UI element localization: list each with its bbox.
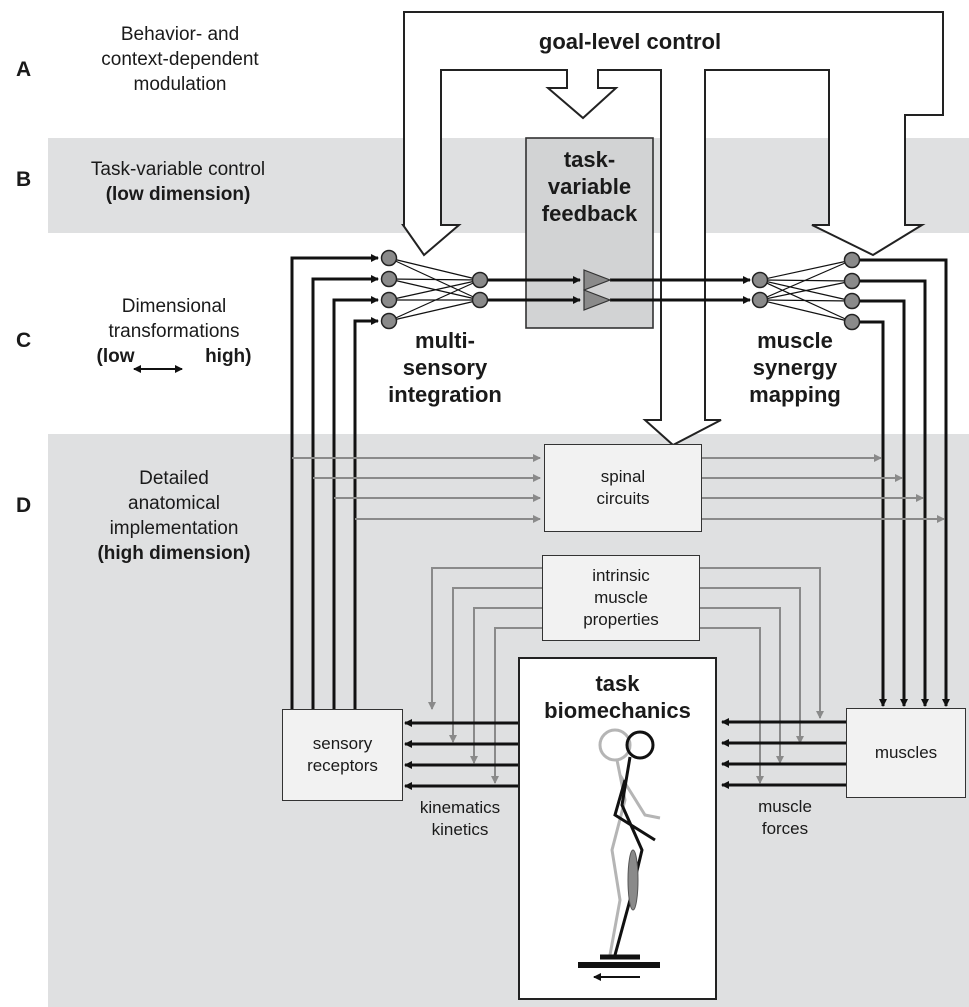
- low-text: (low: [96, 346, 135, 367]
- level-a-line1: Behavior- and: [120, 24, 240, 45]
- imp-line3: properties: [583, 610, 659, 629]
- sensory-receptors-box: sensory receptors: [282, 709, 403, 801]
- synergy-network: [759, 259, 853, 323]
- muscle-descending-paths: [860, 258, 950, 707]
- spinal-line2: circuits: [596, 489, 650, 508]
- kinematics-text: kinematics: [419, 798, 501, 817]
- level-d-letter: D: [16, 494, 32, 517]
- forces-text: forces: [761, 819, 809, 838]
- gain-triangle-2: [583, 289, 612, 311]
- multisensory-network: [388, 257, 481, 322]
- task-variable-band: [48, 138, 969, 233]
- level-a-line2: context-dependent: [101, 49, 259, 70]
- level-b-label: Task-variable control (low dimension): [58, 157, 298, 207]
- level-d-line3: implementation: [109, 518, 239, 539]
- level-c-letter: C: [16, 329, 32, 352]
- msi-line1: multi-: [415, 328, 475, 353]
- level-b-letter: B: [16, 168, 32, 191]
- high-text: high): [205, 346, 252, 367]
- tvf-line3: feedback: [541, 201, 638, 226]
- msm-line2: synergy: [752, 355, 838, 380]
- tvf-line1: task-: [563, 147, 616, 172]
- level-c-line2: transformations: [108, 321, 240, 342]
- muscles-label: muscles: [874, 743, 938, 762]
- stick-figure-icon: [578, 728, 661, 981]
- msi-line2: sensory: [402, 355, 488, 380]
- kinematics-kinetics-label: kinematics kinetics: [405, 797, 515, 841]
- spinal-gray-paths: [292, 454, 945, 523]
- sr-line1: sensory: [312, 734, 373, 753]
- msm-line3: mapping: [749, 382, 841, 407]
- msm-line1: muscle: [757, 328, 833, 353]
- kinetics-text: kinetics: [431, 820, 489, 839]
- level-a-line3: modulation: [133, 74, 227, 95]
- level-c-line1: Dimensional: [121, 296, 227, 317]
- sensory-ascending-paths: [290, 254, 379, 709]
- level-d-line2: anatomical: [128, 493, 220, 514]
- imp-line1: intrinsic: [592, 566, 650, 585]
- muscle-synergy-label: muscle synergy mapping: [720, 327, 870, 408]
- tvf-line2: variable: [547, 174, 632, 199]
- level-a-label: Behavior- and context-dependent modulati…: [60, 22, 300, 97]
- intrinsic-muscle-properties-box: intrinsic muscle properties: [542, 555, 700, 641]
- goal-control-arrows: [401, 11, 944, 447]
- spinal-line1: spinal: [600, 467, 646, 486]
- tb-line2: biomechanics: [544, 698, 691, 723]
- multisensory-integration-label: multi- sensory integration: [370, 327, 520, 408]
- sr-line2: receptors: [307, 756, 378, 775]
- tb-line1: task: [595, 671, 640, 696]
- level-b-line2: (low dimension): [105, 184, 251, 205]
- level-d-label: Detailed anatomical implementation (high…: [54, 466, 294, 566]
- imp-line2: muscle: [594, 588, 648, 607]
- level-d-line4: (high dimension): [97, 543, 251, 564]
- level-b-line1: Task-variable control: [90, 159, 266, 180]
- task-biomechanics-label: task biomechanics: [519, 670, 716, 724]
- spinal-circuits-box: spinal circuits: [544, 444, 702, 532]
- muscle-forces-label: muscle forces: [735, 796, 835, 840]
- muscles-box: muscles: [846, 708, 966, 798]
- level-c-label: Dimensional transformations (low high): [54, 294, 294, 369]
- level-c-line3: (low high): [54, 344, 294, 369]
- task-variable-feedback-label: task- variable feedback: [526, 146, 653, 227]
- level-d-line1: Detailed: [139, 468, 209, 489]
- goal-level-control-label: goal-level control: [538, 29, 722, 54]
- msi-line3: integration: [388, 382, 502, 407]
- gain-triangle-1: [583, 269, 612, 291]
- biomechanics-outputs: [404, 718, 846, 790]
- intrinsic-gray-paths: [428, 567, 824, 784]
- muscle-text: muscle: [758, 797, 812, 816]
- neuron-nodes: [380, 249, 861, 331]
- level-a-letter: A: [16, 58, 32, 81]
